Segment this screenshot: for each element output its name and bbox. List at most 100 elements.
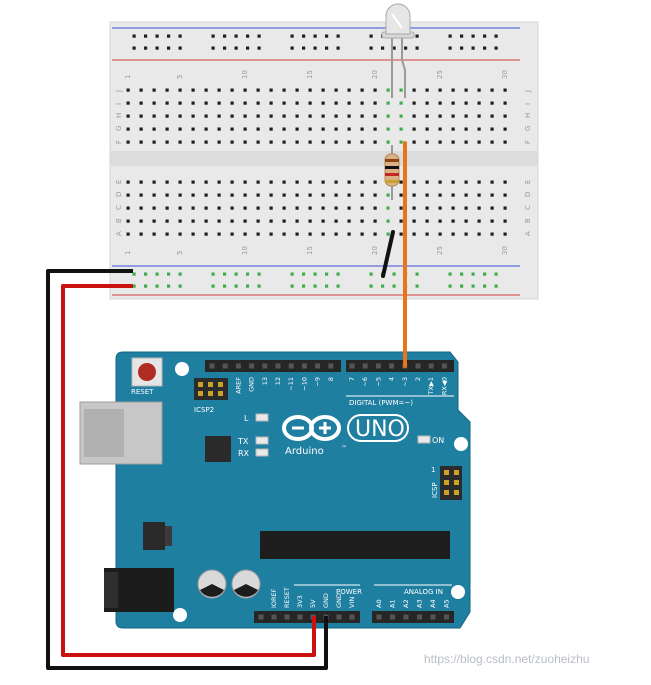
rail-hole	[144, 34, 148, 38]
breadboard-hole	[204, 193, 208, 197]
breadboard-hole	[360, 206, 364, 210]
row-letter: I	[524, 103, 532, 105]
led	[381, 3, 415, 98]
breadboard-hole	[399, 206, 403, 210]
breadboard-hole	[152, 114, 156, 118]
breadboard-hole	[269, 206, 273, 210]
rail-hole	[494, 34, 498, 38]
breadboard-hole	[152, 88, 156, 92]
breadboard-hole	[139, 206, 143, 210]
uno-text: UNO	[355, 417, 405, 442]
digital-pin	[362, 363, 368, 369]
breadboard-hole	[464, 88, 468, 92]
digital-label: DIGITAL (PWM=~)	[349, 399, 413, 407]
breadboard-hole	[438, 140, 442, 144]
digital-pin	[262, 363, 268, 369]
icsp2-pins	[198, 382, 223, 396]
digital-pin-label: 13	[261, 377, 269, 385]
breadboard-hole	[321, 232, 325, 236]
breadboard-hole	[152, 180, 156, 184]
breadboard-hole	[178, 219, 182, 223]
row-letter: C	[524, 205, 532, 210]
rail-hole	[415, 46, 419, 50]
breadboard-hole	[438, 127, 442, 131]
analog-pin-label: A1	[389, 599, 397, 608]
breadboard-hole	[295, 219, 299, 223]
breadboard-hole	[399, 219, 403, 223]
rail-hole	[257, 284, 261, 288]
rail-hole	[369, 34, 373, 38]
rail-hole	[415, 34, 419, 38]
breadboard-hole	[334, 88, 338, 92]
breadboard-hole	[256, 88, 260, 92]
breadboard-holes	[126, 34, 507, 288]
breadboard-hole	[334, 114, 338, 118]
breadboard-hole	[230, 88, 234, 92]
breadboard-hole	[178, 88, 182, 92]
breadboard-hole	[360, 180, 364, 184]
breadboard-hole	[399, 88, 403, 92]
power-pin-label: VIN	[348, 597, 356, 608]
breadboard-hole	[438, 101, 442, 105]
rail-hole	[211, 272, 215, 276]
breadboard-hole	[412, 219, 416, 223]
rail-hole	[381, 46, 385, 50]
rail-hole	[381, 284, 385, 288]
breadboard-hole	[256, 180, 260, 184]
breadboard-hole	[282, 114, 286, 118]
breadboard-hole	[204, 127, 208, 131]
rail-hole	[155, 284, 159, 288]
breadboard-hole	[243, 193, 247, 197]
power-pin	[271, 614, 277, 620]
analog-pin	[430, 614, 436, 620]
logo-right-loop	[309, 415, 341, 441]
breadboard-hole	[295, 127, 299, 131]
breadboard-hole	[464, 140, 468, 144]
breadboard-hole	[308, 88, 312, 92]
breadboard-hole	[490, 127, 494, 131]
breadboard-hole	[451, 127, 455, 131]
breadboard-hole	[295, 114, 299, 118]
rail-hole	[325, 272, 329, 276]
digital-pin-label: 8	[327, 377, 335, 381]
breadboard-hole	[126, 140, 130, 144]
breadboard-hole	[347, 101, 351, 105]
breadboard-hole	[191, 140, 195, 144]
breadboard-hole	[451, 88, 455, 92]
breadboard-hole	[412, 101, 416, 105]
breadboard-hole	[347, 193, 351, 197]
breadboard-hole	[269, 232, 273, 236]
breadboard-hole	[412, 88, 416, 92]
voltage-regulator	[143, 522, 165, 550]
power-label: POWER	[336, 588, 362, 596]
breadboard-hole	[412, 180, 416, 184]
row-letter: C	[115, 205, 123, 210]
breadboard-hole	[347, 232, 351, 236]
power-header	[254, 611, 360, 623]
rail-hole	[448, 272, 452, 276]
power-pin	[349, 614, 355, 620]
digital-pin	[315, 363, 321, 369]
breadboard-hole	[477, 232, 481, 236]
rail-hole	[234, 34, 238, 38]
breadboard-hole	[269, 140, 273, 144]
icsp-pin	[444, 480, 449, 485]
breadboard-hole	[230, 206, 234, 210]
reset-label: RESET	[131, 388, 154, 396]
breadboard-hole	[165, 140, 169, 144]
breadboard-hole	[243, 180, 247, 184]
breadboard-hole	[178, 101, 182, 105]
breadboard-hole	[425, 206, 429, 210]
breadboard-hole	[256, 127, 260, 131]
breadboard-hole	[139, 114, 143, 118]
led-l-indicator	[255, 413, 269, 422]
breadboard-hole	[373, 88, 377, 92]
digital-pin	[349, 363, 355, 369]
digital-pin-label: 7	[348, 377, 356, 381]
breadboard-hole	[412, 206, 416, 210]
led-tx-label: TX	[237, 437, 249, 446]
reset-button[interactable]	[138, 363, 156, 381]
breadboard-hole	[204, 232, 208, 236]
breadboard-hole	[282, 219, 286, 223]
rail-hole	[246, 46, 250, 50]
